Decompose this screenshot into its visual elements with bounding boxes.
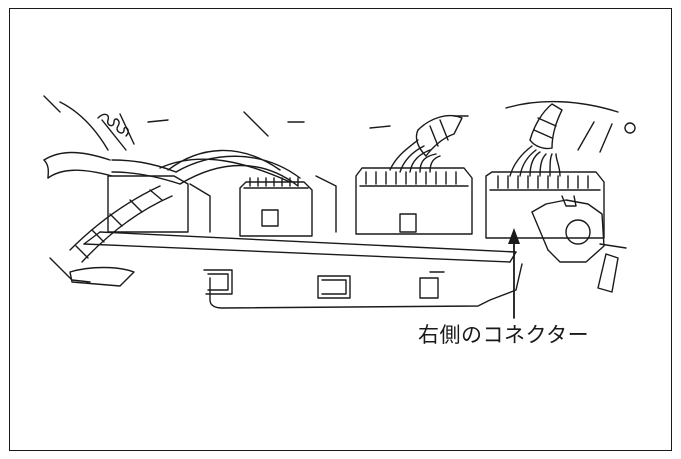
coiled-wire [97, 113, 135, 151]
left-wire-harness [43, 149, 301, 263]
front-panel [49, 231, 627, 309]
arrowhead-icon [508, 228, 520, 244]
callout-label: 右側のコネクター [418, 323, 590, 347]
figure-frame [9, 8, 672, 451]
connector-right [485, 103, 605, 263]
callout-arrow [508, 228, 520, 319]
connector-middle-right [355, 114, 473, 235]
connector-middle-left [239, 175, 337, 237]
background-contours [43, 95, 636, 153]
connector-left [107, 175, 211, 233]
